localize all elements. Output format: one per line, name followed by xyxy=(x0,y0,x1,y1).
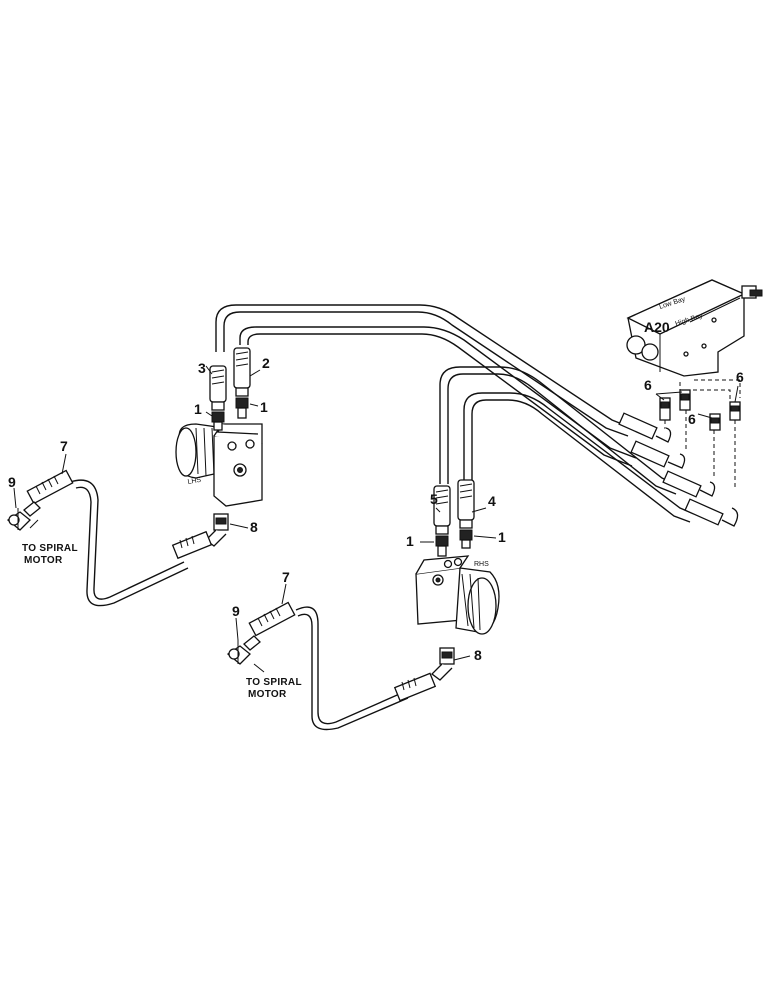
hose-spiral-right xyxy=(295,606,409,731)
valve-port-fittings xyxy=(659,389,741,488)
spiral-note-left-line1: TO SPIRAL xyxy=(22,543,78,554)
left-motor-label: LHS xyxy=(187,477,202,486)
callout-1-right-motor-left: 1 xyxy=(406,533,414,549)
callout-1-right-motor-right: 1 xyxy=(498,529,506,545)
spiral-note-right-line1: TO SPIRAL xyxy=(246,677,302,688)
hose-rm-b xyxy=(463,392,695,523)
right-hydraulic-motor: RHS xyxy=(415,555,500,635)
hose-lm-a xyxy=(215,304,633,437)
callout-4: 4 xyxy=(488,493,496,509)
hose-lm-b xyxy=(239,326,637,467)
leader-lines xyxy=(13,365,739,673)
left-spiral-fittings xyxy=(6,469,74,531)
spiral-motor-note-right: TO SPIRAL MOTOR xyxy=(246,677,302,700)
callout-8-right: 8 xyxy=(474,647,482,663)
right-motor-fittings xyxy=(393,479,475,702)
callout-3: 3 xyxy=(198,360,206,376)
callout-7-right: 7 xyxy=(282,569,290,585)
callout-7-left: 7 xyxy=(60,438,68,454)
spiral-note-right-line2: MOTOR xyxy=(248,689,287,700)
right-motor-label: RHS xyxy=(474,561,489,568)
callout-9-right: 9 xyxy=(232,603,240,619)
valve-id-label: A20 xyxy=(644,319,670,335)
callout-1-left-motor-right: 1 xyxy=(260,399,268,415)
callout-8-left: 8 xyxy=(250,519,258,535)
callout-numbers: 3 2 1 1 7 9 8 5 4 1 1 7 9 8 6 6 6 xyxy=(8,355,744,663)
left-motor-fittings xyxy=(171,347,251,560)
callout-2: 2 xyxy=(262,355,270,371)
spiral-motor-note-left: TO SPIRAL MOTOR xyxy=(22,543,78,566)
spiral-note-left-line2: MOTOR xyxy=(24,555,63,566)
hose-rm-a xyxy=(439,366,681,495)
callout-9-left: 9 xyxy=(8,474,16,490)
callout-5: 5 xyxy=(430,491,438,507)
callout-6-pair: 6 xyxy=(644,377,652,393)
left-hydraulic-motor: LHS xyxy=(175,423,263,507)
callout-6-middle: 6 xyxy=(688,411,696,427)
callout-1-left-motor-left: 1 xyxy=(194,401,202,417)
right-spiral-fittings xyxy=(226,601,296,665)
control-valve: Low Bay High Bay A20 xyxy=(626,279,763,400)
callout-6-right: 6 xyxy=(736,369,744,385)
valve-hose-ends xyxy=(618,412,739,527)
